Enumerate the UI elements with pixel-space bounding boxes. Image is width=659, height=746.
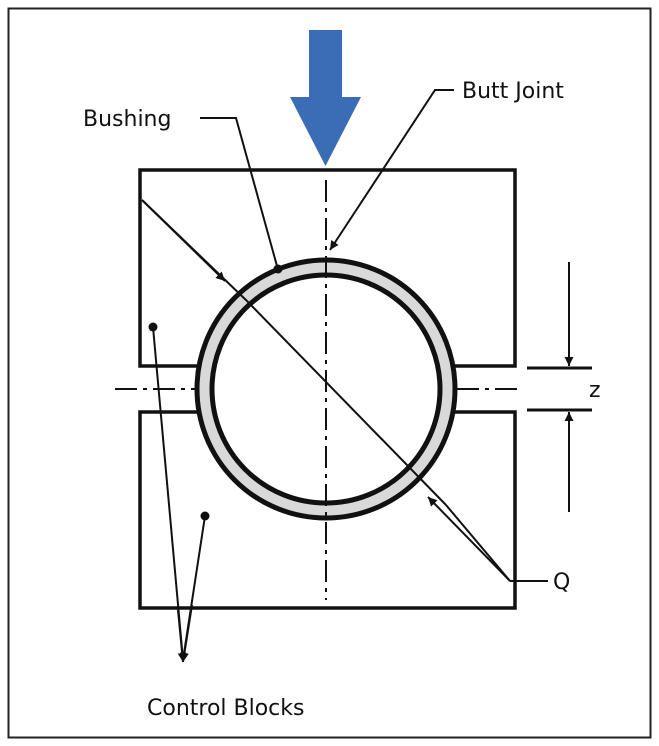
diameter-arrow-lower	[427, 496, 511, 582]
gap-label: z	[589, 378, 601, 403]
control-blocks-label: Control Blocks	[147, 696, 304, 721]
butt-joint-label: Butt Joint	[462, 79, 564, 104]
figure-frame	[7, 7, 652, 739]
control-blocks-arrow-1	[177, 609, 187, 663]
bushing-leader-dot	[273, 264, 283, 274]
diameter-arrow-upper	[141, 199, 226, 282]
bushing-leader	[200, 117, 278, 267]
diameter-diagonal-tail	[445, 504, 511, 582]
butt-joint-leader	[329, 89, 454, 251]
diameter-line-segment	[246, 300, 447, 506]
arrow-down-icon	[290, 30, 361, 166]
control-blocks-leader-1	[152, 326, 184, 661]
bushing-label: Bushing	[83, 107, 171, 132]
diameter-label: Q	[553, 570, 570, 595]
control-blocks-arrow-2	[179, 604, 193, 663]
